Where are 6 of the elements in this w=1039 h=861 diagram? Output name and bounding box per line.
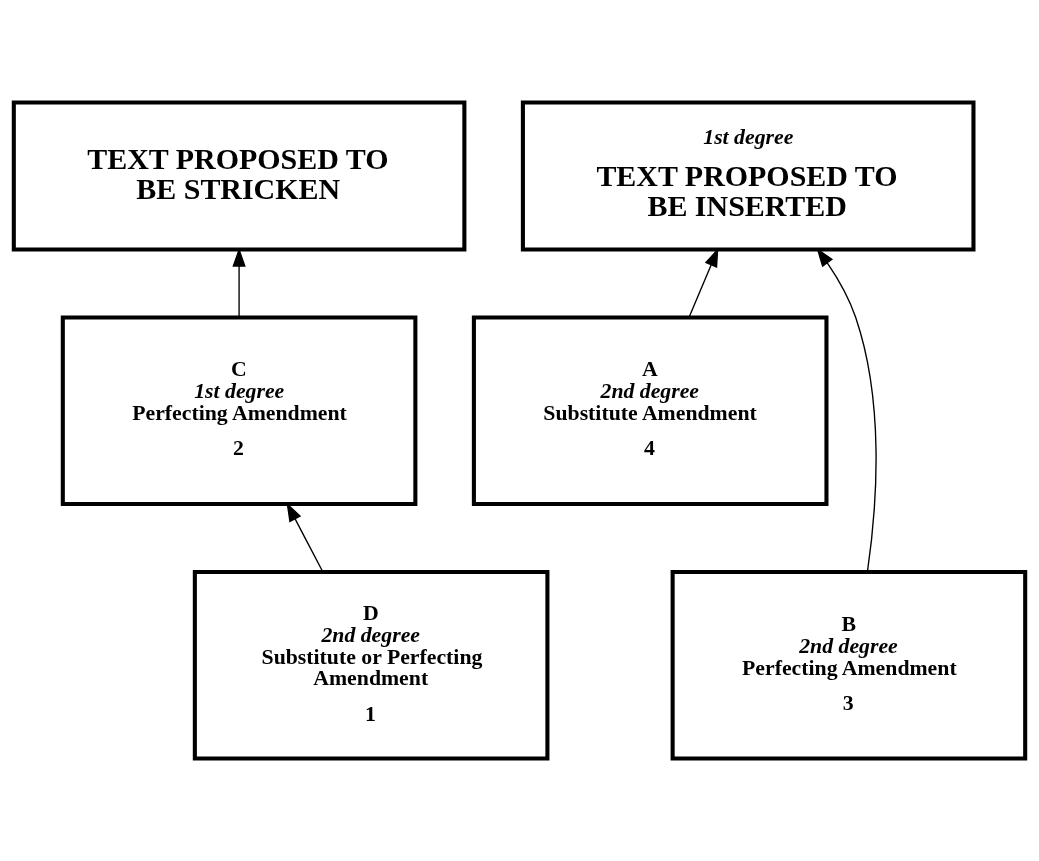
node-box: B 2nd degree Perfecting Amendment 3 <box>670 570 1028 761</box>
node-box: 1st degree TEXT PROPOSED TO BE INSERTED <box>520 100 976 252</box>
node-box: C 1st degree Perfecting Amendment 2 <box>60 315 418 507</box>
node-box: D 2nd degree Substitute or Perfecting Amendment 1 <box>192 570 550 761</box>
node-box: A 2nd degree Substitute Amendment 4 <box>471 315 829 507</box>
node-box: TEXT PROPOSED TO BE STRICKEN <box>11 100 467 252</box>
